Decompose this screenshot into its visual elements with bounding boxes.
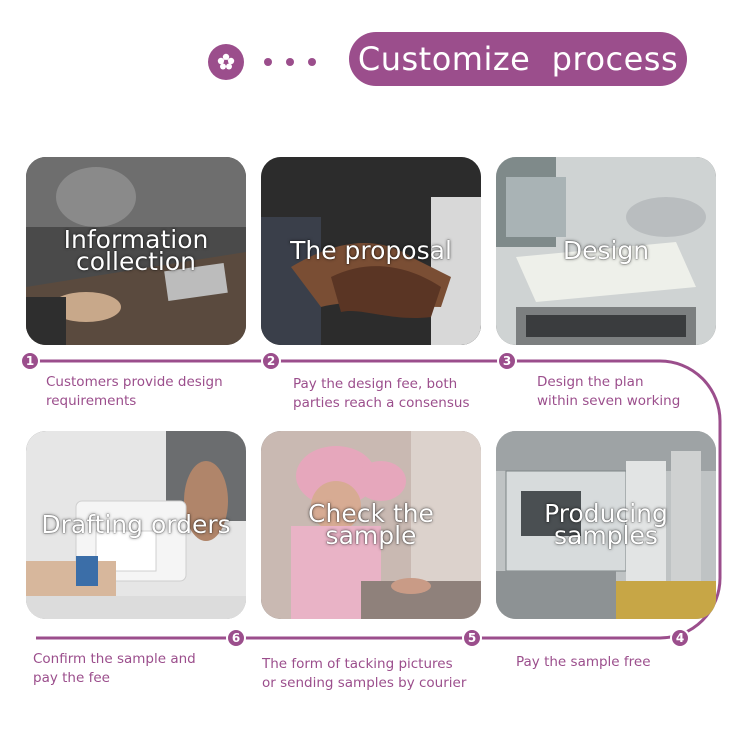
step-caption-5: The form of tacking pictures or sending …	[262, 655, 466, 693]
step-caption-4: Pay the sample free	[516, 653, 651, 672]
header: Customize process	[0, 32, 750, 86]
step-number-6: 6	[226, 628, 246, 648]
step-caption-3: Design the plan within seven working	[537, 373, 680, 411]
step-caption-2: Pay the design fee, both parties reach a…	[293, 375, 470, 413]
step-caption-6: Confirm the sample and pay the fee	[33, 650, 196, 688]
step-number-5: 5	[462, 628, 482, 648]
title-banner: Customize process	[349, 32, 687, 86]
flower-icon	[208, 44, 244, 80]
step-card-the-proposal: The proposal	[261, 157, 481, 345]
dot-1	[264, 58, 272, 66]
step-card-drafting-orders: Drafting orders	[26, 431, 246, 619]
step-number-4: 4	[670, 628, 690, 648]
step-caption-1: Customers provide design requirements	[46, 373, 223, 411]
step-number-3: 3	[497, 351, 517, 371]
page-title: Customize process	[358, 40, 678, 78]
dot-2	[286, 58, 294, 66]
step-card-title: The proposal	[261, 157, 481, 345]
step-card-title: Drafting orders	[26, 431, 246, 619]
step-card-title: Design	[496, 157, 716, 345]
step-card-producing-samples: Producing samples	[496, 431, 716, 619]
step-number-1: 1	[20, 351, 40, 371]
step-card-information-collection: Information collection	[26, 157, 246, 345]
step-card-check-the-sample: Check the sample	[261, 431, 481, 619]
dot-3	[308, 58, 316, 66]
step-card-title: Check the sample	[261, 431, 481, 619]
step-card-design: Design	[496, 157, 716, 345]
step-card-title: Producing samples	[496, 431, 716, 619]
step-card-title: Information collection	[26, 157, 246, 345]
step-number-2: 2	[261, 351, 281, 371]
